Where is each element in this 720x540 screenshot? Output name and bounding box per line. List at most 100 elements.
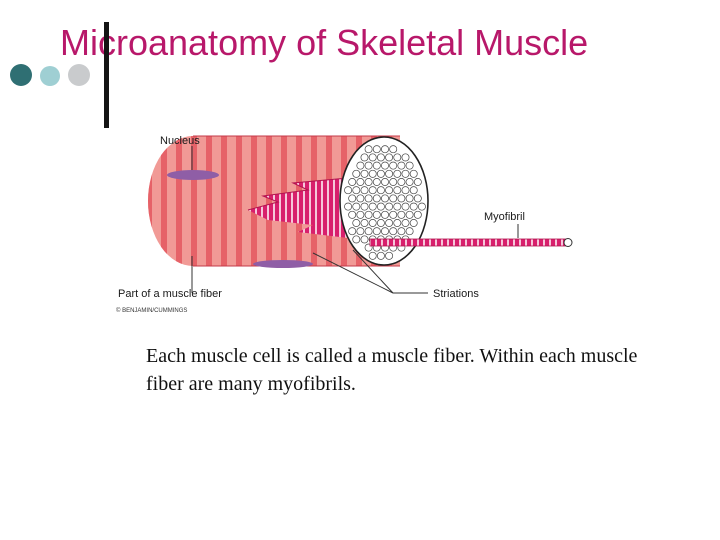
- striation-band: [221, 136, 227, 266]
- leader-lines: [191, 146, 519, 294]
- nucleus-shape-lower: [253, 260, 313, 268]
- slide-caption: Each muscle cell is called a muscle fibe…: [146, 345, 638, 395]
- label-part-of-muscle-fiber: Part of a muscle fiber: [118, 288, 222, 300]
- myofibril-cross-section: [413, 194, 422, 203]
- myofibril-cross-section: [405, 227, 414, 236]
- myofibril-cross-section: [348, 227, 357, 236]
- myofibril-cross-section: [360, 202, 369, 211]
- myofibril-cross-section: [360, 153, 369, 162]
- myofibril-cross-section: [389, 194, 398, 203]
- striation-band: [161, 136, 167, 266]
- myofibril-cross-section: [401, 169, 410, 178]
- myofibril-cross-section: [385, 186, 394, 195]
- myofibril-cross-section: [393, 169, 402, 178]
- myofibril-cross-section: [368, 153, 377, 162]
- decorative-dot-light-teal: [40, 66, 60, 86]
- myofibril-cross-section: [376, 169, 385, 178]
- myofibril-cross-section: [413, 210, 422, 219]
- myofibril-cross-section: [344, 202, 353, 211]
- myofibril-cross-section: [385, 251, 394, 260]
- myofibril-cross-section: [409, 202, 418, 211]
- myofibril-cross-section: [364, 178, 373, 186]
- myofibril-cross-section: [372, 194, 381, 203]
- myofibril-cross-section: [381, 210, 389, 219]
- myofibril-cross-section: [368, 186, 377, 195]
- myofibril-cross-section: [409, 186, 418, 195]
- myofibril-cross-section: [401, 202, 410, 211]
- myofibril-cross-section: [393, 153, 402, 162]
- copyright-credit: © BENJAMIN/CUMMINGS: [116, 307, 187, 314]
- myofibril-cross-section: [405, 194, 414, 203]
- myofibril-cross-section: [401, 219, 410, 227]
- myofibril-cross-section: [356, 161, 365, 170]
- myofibril-cross-section: [393, 202, 402, 211]
- myofibril-cross-section: [389, 161, 398, 170]
- myofibril-cross-section: [385, 219, 394, 227]
- myofibril-cross-section: [405, 178, 414, 186]
- myofibril-cross-section: [352, 219, 361, 227]
- label-nucleus: Nucleus: [160, 135, 200, 147]
- myofibril-cross-section: [360, 186, 369, 195]
- striation-band: [236, 136, 242, 266]
- myofibril-cross-section: [389, 210, 398, 219]
- myofibril-cross-section: [381, 194, 389, 203]
- myofibril-cross-section: [397, 210, 406, 219]
- myofibril-cross-section: [372, 145, 381, 154]
- title-accent-bar: [104, 22, 109, 128]
- myofibril-cross-section: [368, 202, 377, 211]
- myofibril-cross-section: [381, 161, 389, 170]
- myofibril-cross-section: [356, 227, 365, 236]
- myofibril-cross-section: [356, 210, 365, 219]
- myofibril-cross-section: [352, 169, 361, 178]
- myofibril-cross-section: [368, 251, 377, 260]
- myofibril-cross-section: [360, 235, 369, 244]
- myofibril-cross-section: [393, 219, 402, 227]
- myofibril-cross-section: [352, 235, 361, 244]
- nucleus-shape: [167, 170, 219, 180]
- myofibril-cross-section: [348, 210, 357, 219]
- myofibril-cross-section: [356, 178, 365, 186]
- myofibril-cross-section: [364, 194, 373, 203]
- muscle-fiber-diagram: Nucleus Myofibril Striations Part of a m…: [116, 135, 573, 314]
- myofibril-cross-section: [368, 169, 377, 178]
- myofibril-cross-section: [401, 153, 410, 162]
- decorative-dot-gray: [68, 64, 90, 86]
- striation-band: [191, 136, 197, 266]
- myofibril-cross-section: [372, 210, 381, 219]
- myofibril-cross-section: [409, 219, 418, 227]
- myofibril-cross-section: [372, 227, 381, 236]
- myofibril-cross-section: [409, 169, 418, 178]
- myofibril-cross-section: [389, 227, 398, 236]
- striation-band: [148, 136, 152, 266]
- myofibril-cross-section: [405, 210, 414, 219]
- myofibril-cross-section: [352, 186, 361, 195]
- myofibril-cross-section: [364, 210, 373, 219]
- myofibril-cross-section: [417, 202, 426, 211]
- myofibril-cross-section: [372, 161, 381, 170]
- myofibril-cross-section: [356, 194, 365, 203]
- myofibril-cross-section: [401, 186, 410, 195]
- myofibril-cross-section: [405, 161, 414, 170]
- myofibril-cross-section: [385, 202, 394, 211]
- myofibril-cross-section: [376, 219, 385, 227]
- myofibril-cross-section: [344, 186, 353, 195]
- myofibril-cross-section: [393, 186, 402, 195]
- label-striations: Striations: [433, 288, 479, 300]
- myofibril-cross-section: [372, 178, 381, 186]
- myofibril-cross-section: [397, 227, 406, 236]
- striation-band: [206, 136, 212, 266]
- myofibril-cross-section: [376, 251, 385, 260]
- myofibril-cross-section: [368, 219, 377, 227]
- myofibril-cross-section: [376, 153, 385, 162]
- myofibril-cross-section: [381, 227, 389, 236]
- striation-band: [176, 136, 182, 266]
- myofibril-cross-section: [389, 145, 398, 154]
- myofibril-cross-section: [381, 145, 389, 154]
- myofibril-cross-section: [397, 178, 406, 186]
- single-myofibril: [369, 238, 573, 247]
- myofibril-cross-section: [397, 161, 406, 170]
- myofibril-cross-section: [364, 227, 373, 236]
- myofibril-cross-section: [364, 161, 373, 170]
- myofibril-cross-section: [385, 153, 394, 162]
- myofibril-cross-section: [348, 194, 357, 203]
